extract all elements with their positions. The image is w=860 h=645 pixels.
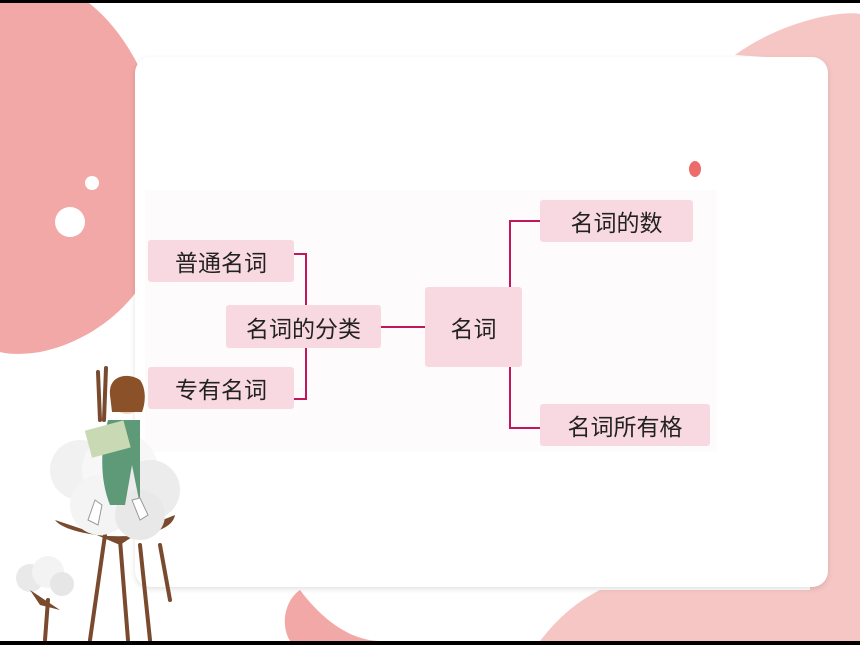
connector-noun-possessive <box>509 367 540 429</box>
pink-blob-bottom-right <box>540 590 860 641</box>
node-noun-possessive: 名词所有格 <box>540 404 710 446</box>
node-noun: 名词 <box>425 287 522 367</box>
node-proper-noun: 专有名词 <box>148 367 294 409</box>
white-circle-large <box>55 207 85 237</box>
bottom-edge <box>0 641 860 645</box>
node-noun-classification: 名词的分类 <box>226 305 381 348</box>
node-noun-number: 名词的数 <box>540 200 693 242</box>
connector-proper <box>294 328 307 400</box>
white-circle-small <box>85 176 99 190</box>
pink-blob-left <box>0 0 167 354</box>
pink-blob-bottom <box>284 590 380 641</box>
pink-blob-right <box>735 13 860 641</box>
top-edge <box>0 0 860 3</box>
connector-common <box>294 253 307 325</box>
node-common-noun: 普通名词 <box>148 240 294 282</box>
connector-noun-number <box>509 220 540 287</box>
